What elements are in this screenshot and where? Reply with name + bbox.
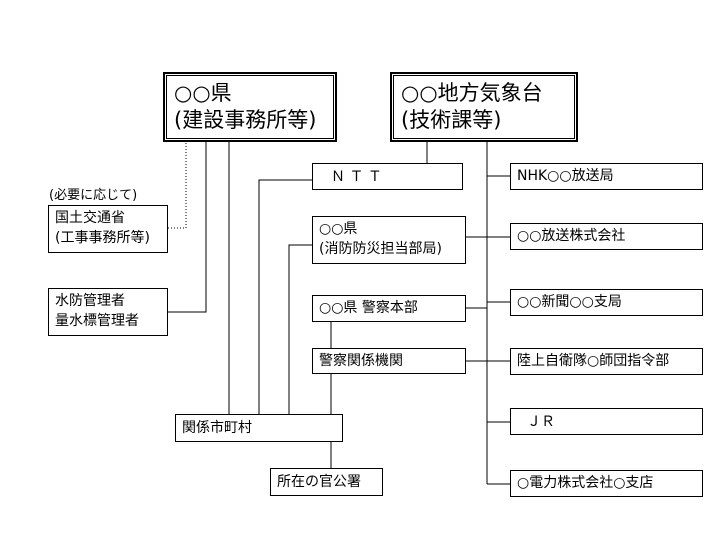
flood-manager-line1: 水防管理者 (55, 293, 125, 309)
municipalities-label: 関係市町村 (182, 420, 252, 436)
broadcast-box: ○○放送株式会社 (510, 223, 703, 250)
municipalities-box: 関係市町村 (175, 414, 343, 442)
gsdf-box: 陸上自衛隊○師団指令部 (510, 348, 703, 375)
flood-manager-box: 水防管理者 量水標管理者 (48, 288, 168, 336)
nhk-box: NHK○○放送局 (510, 163, 703, 190)
pref-fire-sub: (消防防災担当部局) (319, 241, 442, 257)
police-related-box: 警察関係機関 (312, 348, 466, 374)
prefecture-sub: (建設事務所等) (174, 108, 317, 132)
jr-box: ＪＲ (510, 408, 703, 435)
necessary-note: (必要に応じて) (49, 188, 138, 203)
prefecture-box: ○○県 (建設事務所等) (163, 72, 337, 142)
gsdf-label: 陸上自衛隊○師団指令部 (517, 353, 670, 369)
ntt-label: Ｎ Ｔ Ｔ (331, 169, 382, 185)
jr-label: ＪＲ (527, 414, 555, 430)
pref-fire-name: ○○県 (319, 221, 358, 237)
police-related-label: 警察関係機関 (319, 353, 403, 369)
ntt-box: Ｎ Ｔ Ｔ (312, 163, 463, 190)
police-hq-box: ○○県 警察本部 (312, 295, 466, 322)
power-box: ○電力株式会社○支店 (510, 470, 703, 497)
local-offices-box: 所在の官公署 (270, 468, 383, 496)
broadcast-label: ○○放送株式会社 (517, 228, 626, 244)
national-office-sub: (工事事務所等) (55, 230, 150, 246)
newspaper-label: ○○新聞○○支局 (517, 294, 622, 310)
met-office-name: ○○地方気象台 (401, 81, 543, 105)
national-office-name: 国土交通省 (55, 210, 125, 226)
nhk-label: NHK○○放送局 (517, 168, 614, 184)
met-office-box: ○○地方気象台 (技術課等) (390, 72, 578, 142)
newspaper-box: ○○新聞○○支局 (510, 289, 703, 316)
national-office-box: 国土交通省 (工事事務所等) (48, 205, 168, 253)
local-offices-label: 所在の官公署 (277, 474, 361, 490)
flood-manager-line2: 量水標管理者 (55, 313, 139, 329)
power-label: ○電力株式会社○支店 (517, 475, 654, 491)
prefecture-name: ○○県 (174, 81, 232, 105)
pref-fire-box: ○○県 (消防防災担当部局) (312, 216, 466, 264)
met-office-sub: (技術課等) (401, 108, 502, 132)
police-hq-label: ○○県 警察本部 (319, 300, 418, 316)
